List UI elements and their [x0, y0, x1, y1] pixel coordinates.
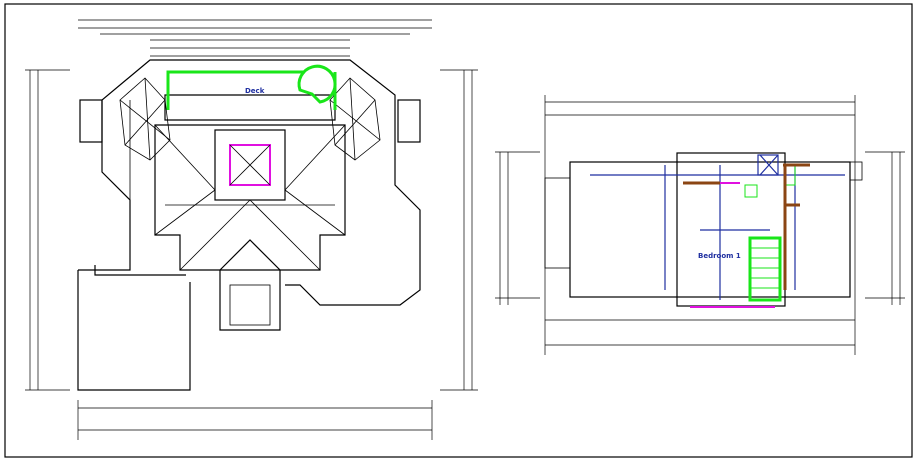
dimension-lines-right	[495, 95, 905, 355]
roof-plan: Deck	[25, 19, 478, 440]
floor-plan: Bedroom 1	[495, 95, 905, 355]
dimension-lines-left	[25, 19, 478, 440]
cupola-inner	[229, 144, 271, 186]
main-roof	[154, 124, 346, 271]
turret-right	[329, 77, 381, 161]
entry-porch	[229, 284, 271, 326]
porch-outline	[94, 265, 186, 276]
closet-fixture	[757, 154, 779, 176]
stair-treads	[744, 164, 796, 289]
spiral-stair	[297, 64, 337, 104]
interior-dimension-lines	[590, 165, 845, 300]
main-roof-hips	[154, 124, 346, 271]
side-bump-out	[544, 177, 571, 269]
cupola-hip	[229, 144, 271, 186]
turret-ridges	[119, 77, 381, 161]
cupola	[214, 129, 286, 201]
chimney-left	[79, 99, 103, 143]
stairs	[748, 236, 782, 302]
turret-left	[119, 77, 171, 161]
chimney-right	[397, 99, 421, 143]
beams	[683, 163, 810, 290]
roof-outline	[78, 59, 421, 306]
garage-outline	[77, 270, 191, 391]
corner-bump-out	[849, 161, 863, 181]
sheet-border	[4, 3, 913, 458]
entry-gable	[219, 239, 281, 331]
bedroom-label: Bedroom 1	[698, 252, 741, 260]
deck-area	[164, 94, 336, 121]
deck-label: Deck	[245, 87, 265, 95]
deck-railing	[166, 70, 305, 110]
